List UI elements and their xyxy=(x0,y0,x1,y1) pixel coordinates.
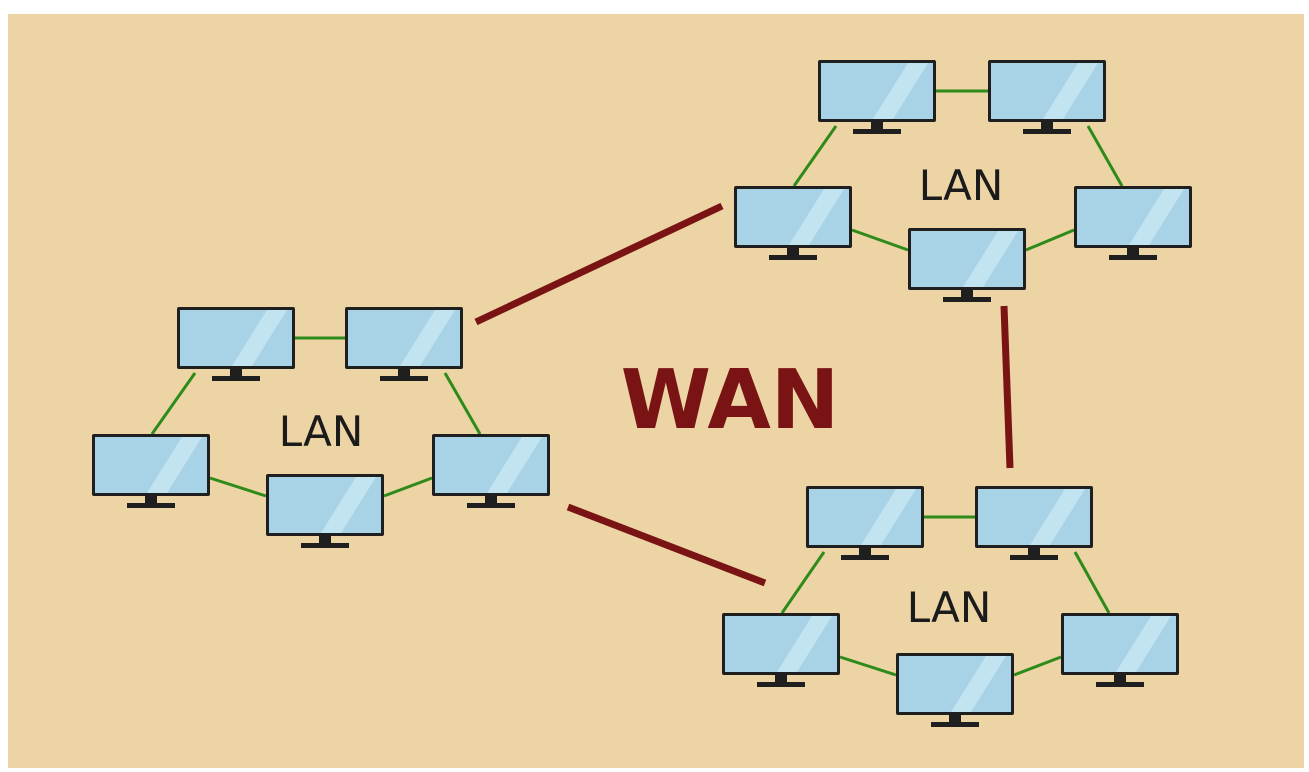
lan-link xyxy=(209,476,267,498)
monitor-icon xyxy=(177,307,295,381)
lan-links xyxy=(780,515,1111,677)
monitor-mid-left xyxy=(92,434,210,508)
monitor-top-left xyxy=(177,307,295,381)
lan-links xyxy=(150,336,482,498)
monitor-top-left xyxy=(818,60,936,134)
wan-link-left-top xyxy=(474,202,724,326)
lan-label-left: LAN xyxy=(279,407,364,456)
monitor-icon xyxy=(806,486,924,560)
monitor-bottom xyxy=(266,474,384,548)
lan-link xyxy=(1025,228,1075,252)
lan-group-1 xyxy=(734,60,1192,302)
monitor-mid-right xyxy=(432,434,550,508)
monitor-icon xyxy=(345,307,463,381)
monitor-mid-left xyxy=(722,613,840,687)
lan-label-top-right: LAN xyxy=(919,161,1004,210)
lan-groups xyxy=(92,60,1192,727)
monitor-bottom xyxy=(896,653,1014,727)
monitor-icon xyxy=(722,613,840,687)
monitor-top-right xyxy=(975,486,1093,560)
monitor-icon xyxy=(266,474,384,548)
monitor-mid-left xyxy=(734,186,852,260)
lan-link xyxy=(150,372,197,435)
lan-link xyxy=(839,655,897,677)
lan-link xyxy=(1086,125,1124,187)
monitor-icon xyxy=(1061,613,1179,687)
lan-link xyxy=(1013,655,1062,677)
monitor-icon xyxy=(975,486,1093,560)
monitor-icon xyxy=(988,60,1106,134)
lan-link xyxy=(792,125,838,187)
monitor-mid-right xyxy=(1061,613,1179,687)
lan-link xyxy=(443,372,482,435)
monitor-top-right xyxy=(988,60,1106,134)
lan-label-bottom-right: LAN xyxy=(907,583,992,632)
monitor-icon xyxy=(908,228,1026,302)
monitor-icon xyxy=(92,434,210,508)
monitor-bottom xyxy=(908,228,1026,302)
monitor-icon xyxy=(432,434,550,508)
monitor-icon xyxy=(1074,186,1192,260)
monitor-icon xyxy=(896,653,1014,727)
wan-label: WAN xyxy=(621,353,840,448)
wan-links xyxy=(474,202,1014,587)
lan-link xyxy=(1073,551,1111,614)
monitor-top-right xyxy=(345,307,463,381)
monitor-mid-right xyxy=(1074,186,1192,260)
monitor-top-left xyxy=(806,486,924,560)
lan-link xyxy=(851,228,909,252)
monitor-icon xyxy=(818,60,936,134)
lan-link xyxy=(383,476,433,498)
wan-link-left-bottom xyxy=(566,503,767,587)
monitor-icon xyxy=(734,186,852,260)
wan-link-top-bottom xyxy=(1000,305,1014,469)
lan-link xyxy=(780,551,826,614)
lan-links xyxy=(792,89,1124,252)
lan-group-2 xyxy=(722,486,1179,727)
lan-group-0 xyxy=(92,307,550,548)
